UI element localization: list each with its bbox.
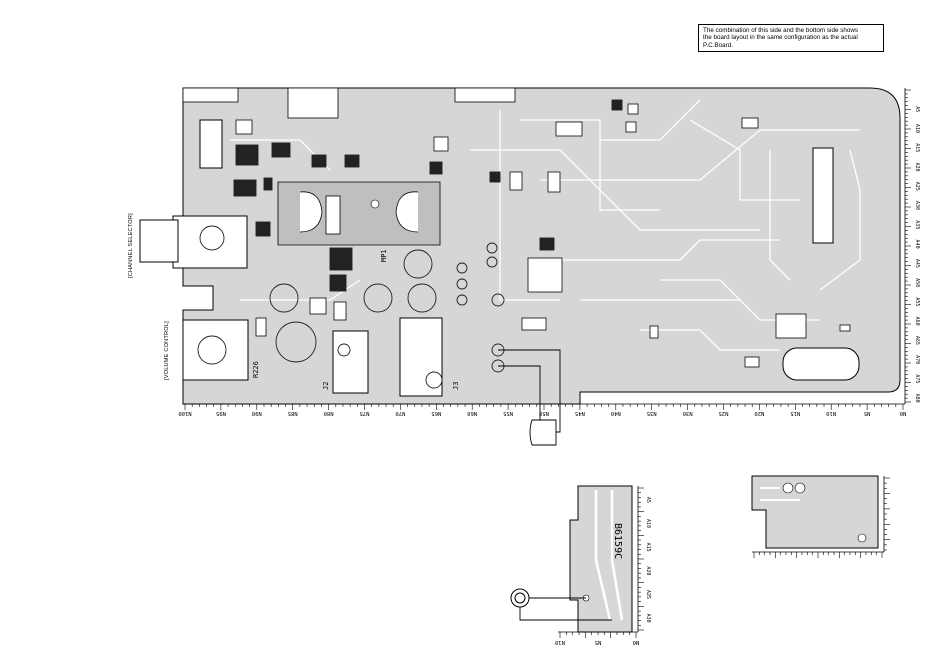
label-r226: R226 (252, 361, 260, 378)
antenna-lead-main (498, 349, 561, 446)
label-mp1: MP1 (380, 249, 388, 262)
main-bottom-ruler: N100 N95 N90 N85 N80 N75 N70 N65 N60 N55 N50 N45 N40… (178, 403, 907, 416)
ruler-label: N80 (324, 410, 334, 416)
ruler-label: A25 (914, 182, 920, 191)
smd-components (233, 99, 851, 368)
ruler-label: N0 (900, 410, 907, 416)
ruler-label: A60 (914, 317, 920, 326)
ruler-label: N15 (790, 410, 800, 416)
ruler-label: A15 (645, 543, 651, 552)
layout-note-line-1: The combination of this side and the bot… (703, 27, 859, 34)
ruler-label: N30 (683, 410, 693, 416)
ruler-label: N10 (555, 639, 565, 645)
ruler-label: N100 (178, 410, 191, 416)
label-b6159c: B6159C (612, 523, 623, 559)
ruler-label: N90 (252, 410, 262, 416)
channel-selector-label: [CHANNEL SELECTOR] (128, 213, 134, 278)
copper-traces (230, 99, 861, 351)
ruler-label: A70 (914, 355, 920, 364)
ruler-label: A5 (645, 497, 651, 503)
ruler-label: A10 (914, 124, 920, 133)
label-j2: J2 (322, 382, 330, 390)
ruler-label: N35 (647, 410, 657, 416)
ruler-label: N70 (395, 410, 405, 416)
ruler-label: A20 (914, 163, 920, 172)
ruler-label: A20 (645, 566, 651, 575)
small-right-board (751, 475, 890, 558)
ruler-label: A80 (914, 394, 920, 403)
ruler-label: A65 (914, 336, 920, 345)
ruler-label: A5 (914, 106, 920, 112)
ruler-label: A30 (645, 614, 651, 623)
ruler-label: N75 (360, 410, 370, 416)
ruler-label: N5 (595, 639, 602, 645)
ruler-label: A10 (645, 519, 651, 528)
ruler-label: N65 (431, 410, 441, 416)
ruler-label: N25 (719, 410, 729, 416)
ruler-label: N60 (467, 410, 477, 416)
ruler-label: N10 (826, 410, 836, 416)
ruler-label: N50 (539, 410, 549, 416)
layout-note-line-2: the board layout in the same configurati… (703, 34, 858, 42)
ruler-label: N45 (575, 410, 585, 416)
ruler-label: A75 (914, 374, 920, 383)
ruler-label: A50 (914, 278, 920, 287)
volume-control-label: [VOLUME CONTROL] (164, 321, 170, 380)
layout-note-line-3: P.C.Board. (703, 41, 733, 49)
round-components (197, 225, 505, 389)
ruler-label: A35 (914, 220, 920, 229)
ruler-label: N20 (754, 410, 764, 416)
ruler-label: N40 (611, 410, 621, 416)
label-j3: J3 (452, 382, 460, 390)
main-board (139, 87, 901, 405)
ruler-label: N85 (288, 410, 298, 416)
ruler-label: N5 (864, 410, 871, 416)
layout-note: The combination of this side and the bot… (698, 24, 884, 53)
ruler-label: A25 (645, 590, 651, 599)
ruler-label: N55 (503, 410, 513, 416)
main-right-ruler: A5A10A15A20A25A30A35A40A45A50A55A60A65A7… (904, 88, 920, 404)
ruler-label: A30 (914, 201, 920, 210)
ruler-label: N95 (216, 410, 226, 416)
ruler-label: A55 (914, 297, 920, 306)
ruler-label: A45 (914, 259, 920, 268)
ruler-label: N0 (633, 639, 640, 645)
ruler-label: A15 (914, 143, 920, 152)
ruler-label: A40 (914, 240, 920, 249)
